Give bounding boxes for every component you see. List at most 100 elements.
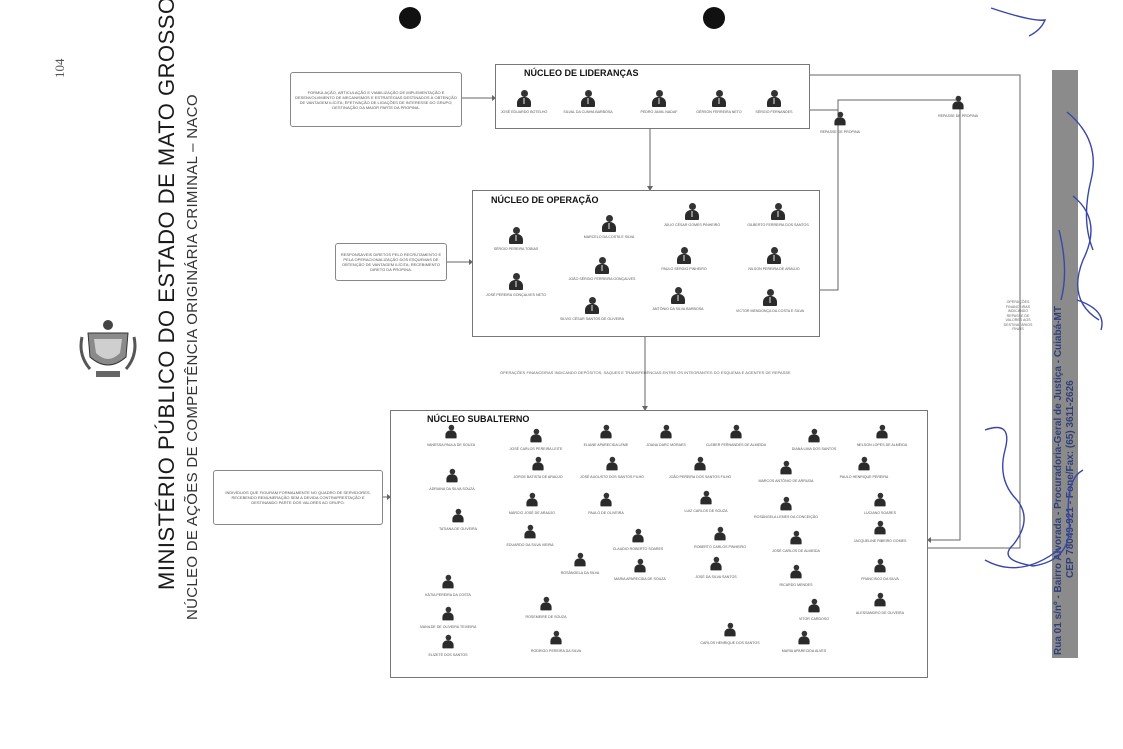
note-operacao: RESPONSÁVEIS DIRETOS PELO RECRUTAMENTO E…	[335, 243, 447, 281]
person-subalterno: MÁRCIO JOSÉ DE ARAÚJO	[489, 491, 575, 515]
person-subalterno: LUIZ CARLOS DE SOUZA	[663, 489, 749, 513]
person-icon	[632, 528, 645, 543]
person-icon	[442, 606, 455, 621]
nucleo-operacao-title: NÚCLEO DE OPERAÇÃO	[491, 195, 599, 205]
person-icon	[550, 630, 563, 645]
person-name: JORGE BATISTA DE ARAÚJO	[513, 475, 563, 479]
person-subalterno: JOSÉ CARLOS PEREIRA LEITE	[493, 427, 579, 451]
person-icon	[780, 496, 793, 511]
person-icon	[670, 287, 686, 305]
person-icon	[600, 424, 613, 439]
person-name: PAULO HENRIQUE PEREIRA	[839, 475, 889, 479]
person-lideranca: SÉRGIO FERNANDES	[731, 90, 817, 114]
person-name: JOÃO PEREIRA DOS SANTOS FILHO	[668, 475, 732, 479]
coat-of-arms-icon	[78, 315, 138, 385]
nucleo-liderancas-box: NÚCLEO DE LIDERANÇAS JOSÉ EDUARDO BOTELH…	[495, 64, 810, 129]
person-subalterno: JOANA DARC MORAES	[623, 423, 709, 447]
person-name: TATIANA DE OLIVEIRA	[438, 527, 477, 531]
person-icon	[874, 492, 887, 507]
person-icon	[676, 247, 692, 265]
person-icon	[766, 247, 782, 265]
person-icon	[530, 428, 543, 443]
note-liderancas: FORMULAÇÃO, ARTICULAÇÃO E VIABILIZAÇÃO D…	[290, 72, 462, 127]
person-name: EDUARDO DA SILVA VIEIRA	[506, 543, 554, 547]
person-name: KÁTIA PEREIRA DA COSTA	[425, 593, 471, 597]
person-icon	[730, 424, 743, 439]
person-name: LUCIANO SOARES	[864, 511, 896, 515]
person-subalterno: NELSON LOPES DE ALMEIDA	[839, 423, 925, 447]
person-name: JOSÉ CARLOS DE ALMEIDA	[772, 549, 820, 553]
person-name: VANESSA PAULA DE SOUZA	[426, 443, 476, 447]
person-name: JOSÉ EDUARDO BOTELHO	[500, 110, 548, 114]
person-icon	[584, 297, 600, 315]
person-icon	[594, 257, 610, 275]
person-operacao: MARCELO DA COSTA E SILVA	[566, 215, 652, 239]
person-name: CLEBER FERNANDES DE ALMEIDA	[705, 443, 767, 447]
person-subalterno: JOSÉ DA SILVA SANTOS	[673, 555, 759, 579]
nucleo-subalterno-box: NÚCLEO SUBALTERNO VANESSA PAULA DE SOUZA…	[390, 410, 928, 678]
person-name: CARLOS HENRIQUE DOS SANTOS	[700, 641, 760, 645]
person-lideranca: SILVAL DA CUNHA BARBOSA	[545, 90, 631, 114]
person-subalterno: ADRIANA DA SILVA SOUZA	[409, 467, 495, 491]
repasse-propina-right: REPASSE DE PROPINA	[915, 94, 1001, 118]
person-name: DIANA LIMA DOS SANTOS	[791, 447, 837, 451]
person-icon	[714, 526, 727, 541]
person-subalterno: ROSÂNGELA DA SILVA	[537, 551, 623, 575]
person-name: RICARDO MENDES	[779, 583, 813, 587]
person-subalterno: CARLOS HENRIQUE DOS SANTOS	[687, 621, 773, 645]
person-name: ROBERTO CARLOS PINHEIRO	[694, 545, 746, 549]
person-subalterno: TATIANA DE OLIVEIRA	[415, 507, 501, 531]
person-subalterno: RODRIGO PEREIRA DA SILVA	[513, 629, 599, 653]
person-lideranca: JOSÉ EDUARDO BOTELHO	[481, 90, 567, 114]
person-icon	[952, 95, 965, 110]
nucleo-subalterno-title: NÚCLEO SUBALTERNO	[427, 414, 530, 424]
flow-text-right: OPERAÇÕES FINANCEIRAS INDICANDO REPASSE …	[1003, 300, 1033, 331]
person-icon	[876, 424, 889, 439]
person-name: JOSÉ AUGUSTO DOS SANTOS FILHO	[580, 475, 644, 479]
person-icon	[634, 558, 647, 573]
person-subalterno: ROSEMEIRE DE SOUZA	[503, 595, 589, 619]
person-icon	[858, 456, 871, 471]
person-name: GILBERTO FERREIRA DOS SANTOS	[747, 223, 809, 227]
person-name: PAULO SÉRGIO PINHEIRO	[661, 267, 707, 271]
person-name: JOSÉ PEREIRA GONÇALVES NETO	[486, 293, 546, 297]
person-subalterno: KÁTIA PEREIRA DA COSTA	[405, 573, 491, 597]
person-name: SILVAL DA CUNHA BARBOSA	[563, 110, 613, 114]
person-subalterno: ROBERTO CARLOS PINHEIRO	[677, 525, 763, 549]
person-operacao: GILBERTO FERREIRA DOS SANTOS	[735, 203, 821, 227]
person-icon	[798, 630, 811, 645]
flow-text-middle: OPERAÇÕES FINANCEIRAS INDICANDO DEPÓSITO…	[500, 370, 791, 375]
person-operacao: NILSON PEREIRA DE ARAÚJO	[731, 247, 817, 271]
person-subalterno: PAULO DE OLIVEIRA	[563, 491, 649, 515]
person-icon	[710, 556, 723, 571]
person-icon	[580, 90, 596, 108]
person-lideranca: PEDRO JAMIL NADAF	[616, 90, 702, 114]
person-subalterno: VITOR CARDOSO	[771, 597, 857, 621]
nucleo-operacao-box: NÚCLEO DE OPERAÇÃO SÉRGIO PEREIRA TOBIAS…	[472, 190, 820, 337]
person-icon	[762, 289, 778, 307]
person-icon	[770, 203, 786, 221]
person-subalterno: PAULO HENRIQUE PEREIRA	[821, 455, 907, 479]
person-name: MARCOS ANTÔNIO DE ARRUDA	[758, 479, 814, 483]
person-name: NILSON PEREIRA DE ARAÚJO	[748, 267, 800, 271]
person-operacao: ANTÔNIO DA SILVA BARBOSA	[635, 287, 721, 311]
person-name: JOSÉ CARLOS PEREIRA LEITE	[509, 447, 563, 451]
person-name: LUIZ CARLOS DE SOUZA	[684, 509, 728, 513]
person-icon	[574, 552, 587, 567]
person-name: JACQUELINE RIBEIRO GOMES	[853, 539, 907, 543]
person-name: CLAUDIO ROBERTO SOARES	[612, 547, 664, 551]
person-icon	[874, 558, 887, 573]
address-sidebar	[1052, 70, 1078, 658]
person-icon	[508, 227, 524, 245]
person-name: ROSÂNGELA DA SILVA	[560, 571, 600, 575]
person-icon	[874, 592, 887, 607]
person-subalterno: ALESSANDRO DE OLIVEIRA	[837, 591, 923, 615]
person-name: SÉRGIO FERNANDES	[755, 110, 793, 114]
person-operacao: JOSÉ PEREIRA GONÇALVES NETO	[473, 273, 559, 297]
person-operacao: SILVIO CÉSAR SANTOS DE OLIVEIRA	[549, 297, 635, 321]
person-icon	[508, 273, 524, 291]
person-name: SILVIO CÉSAR SANTOS DE OLIVEIRA	[560, 317, 624, 321]
repasse-label: REPASSE DE PROPINA	[938, 114, 978, 118]
person-operacao: JOÃO SÉRGIO FERREIRA GONÇALVES	[559, 257, 645, 281]
person-icon	[446, 468, 459, 483]
